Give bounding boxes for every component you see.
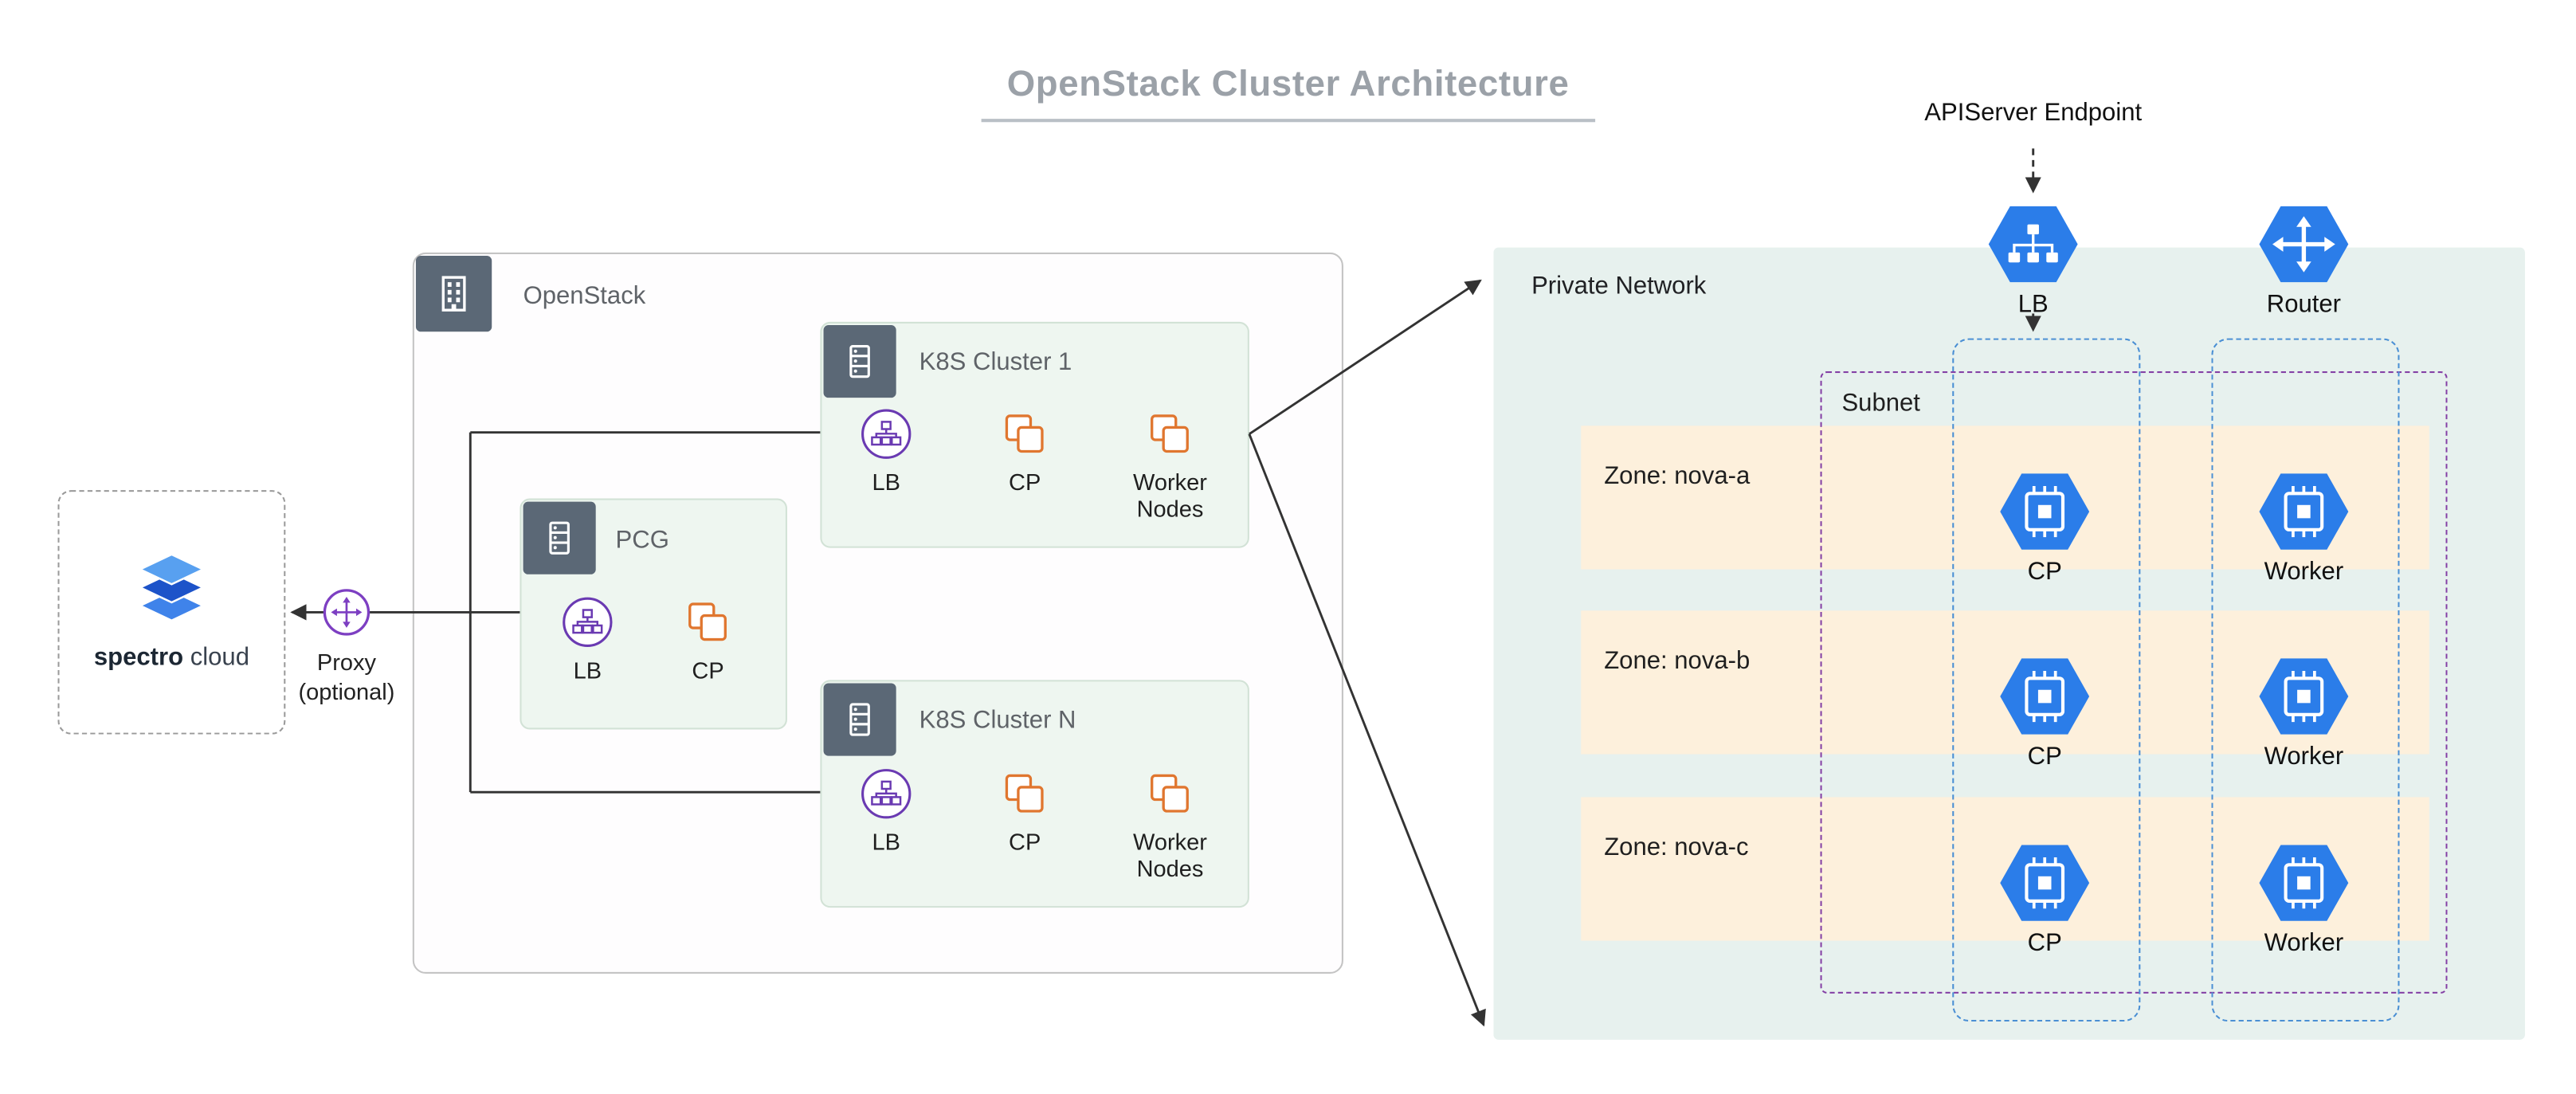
apiserver-endpoint-label: APIServer Endpoint (1924, 99, 2143, 127)
private-network-box: Private Network Zone: nova-a Zone: nova-… (1493, 248, 2525, 1040)
clusterN-lb-node: LB (827, 767, 946, 855)
worker-node-row3: Worker (2245, 843, 2363, 957)
load-balancer-icon (860, 408, 912, 461)
zone-label: Zone: nova-a (1604, 461, 1751, 491)
subnet-boundary: Subnet (1820, 371, 2448, 994)
server-icon (823, 325, 896, 398)
worker-node-row1: Worker (2245, 472, 2363, 586)
cluster-title: K8S Cluster N (919, 706, 1076, 735)
node-label: CP (692, 657, 724, 684)
cp-label: CP (2027, 558, 2062, 586)
openstack-label: OpenStack (523, 282, 646, 311)
brand-name-bold: spectro (93, 642, 184, 671)
instances-icon (998, 767, 1051, 820)
cluster-title: K8S Cluster 1 (919, 348, 1072, 377)
clusterN-worker-node: Worker Nodes (1111, 767, 1229, 881)
node-label: LB (573, 657, 602, 684)
cpu-chip-hexagon-icon (1998, 472, 2091, 551)
load-balancer-icon (860, 767, 912, 820)
cp-label: CP (2027, 743, 2062, 771)
proxy-node (322, 587, 371, 645)
worker-column-boundary (2211, 338, 2400, 1022)
worker-label: Worker (2264, 929, 2344, 958)
clusterN-cp-node: CP (966, 767, 1084, 855)
cpu-chip-hexagon-icon (1998, 843, 2091, 922)
proxy-label-line1: Proxy (316, 648, 377, 676)
pcg-cp-node: CP (649, 596, 767, 684)
zone-label: Zone: nova-c (1604, 833, 1749, 862)
proxy-label-line2: (optional) (298, 678, 395, 705)
server-icon (823, 683, 896, 756)
cluster-title: PCG (615, 526, 669, 555)
brand-name-light: cloud (190, 642, 249, 671)
cpu-chip-hexagon-icon (1998, 657, 2091, 735)
router-label: Router (2266, 290, 2342, 319)
cp-label: CP (2027, 929, 2062, 958)
k8s-cluster-n-box: K8S Cluster N LB CP Worker Nodes (820, 680, 1249, 908)
pcg-lb-node: LB (528, 596, 647, 684)
instances-icon (681, 596, 734, 649)
cp-node-row3: CP (1986, 843, 2104, 957)
cp-node-row1: CP (1986, 472, 2104, 586)
spectro-cloud-wordmark: spectro cloud (94, 643, 249, 671)
node-label: LB (872, 469, 900, 496)
cluster1-cp-node: CP (966, 408, 1084, 496)
worker-label: Worker (2264, 743, 2344, 771)
cluster1-lb-node: LB (827, 408, 946, 496)
zone-label: Zone: nova-b (1604, 646, 1751, 676)
instances-icon (998, 408, 1051, 461)
k8s-cluster-1-box: K8S Cluster 1 LB CP Worker Nodes (820, 321, 1249, 548)
server-icon (523, 501, 596, 574)
load-balancer-hexagon-icon (1987, 205, 2080, 284)
spectro-cloud-box: spectro cloud (57, 490, 286, 735)
router-hexagon-icon (2257, 205, 2350, 284)
pcg-box: PCG LB CP (520, 498, 787, 730)
node-label: CP (1009, 828, 1041, 855)
instances-icon (1143, 408, 1196, 461)
cpu-chip-hexagon-icon (2257, 843, 2350, 922)
network-lb-node: LB (1974, 205, 2092, 319)
worker-node-row2: Worker (2245, 657, 2363, 771)
cp-node-row2: CP (1986, 657, 2104, 771)
node-label: Worker Nodes (1133, 828, 1207, 882)
node-label: LB (872, 828, 900, 855)
cpu-chip-hexagon-icon (2257, 472, 2350, 551)
instances-icon (1143, 767, 1196, 820)
spectro-cloud-logo-icon (132, 554, 211, 626)
cluster1-worker-node: Worker Nodes (1111, 408, 1229, 522)
worker-label: Worker (2264, 558, 2344, 586)
load-balancer-icon (561, 596, 614, 649)
subnet-label: Subnet (1841, 389, 1920, 418)
router-node: Router (2245, 205, 2363, 319)
proxy-label: Proxy (optional) (264, 647, 429, 707)
network-lb-label: LB (2017, 290, 2049, 319)
openstack-building-icon (415, 256, 492, 332)
cpu-chip-hexagon-icon (2257, 657, 2350, 735)
node-label: CP (1009, 469, 1041, 496)
node-label: Worker Nodes (1133, 469, 1207, 522)
control-plane-column-boundary (1952, 338, 2141, 1022)
proxy-arrows-icon (322, 587, 371, 637)
private-network-label: Private Network (1531, 272, 1707, 300)
page-title: OpenStack Cluster Architecture (980, 63, 1596, 123)
